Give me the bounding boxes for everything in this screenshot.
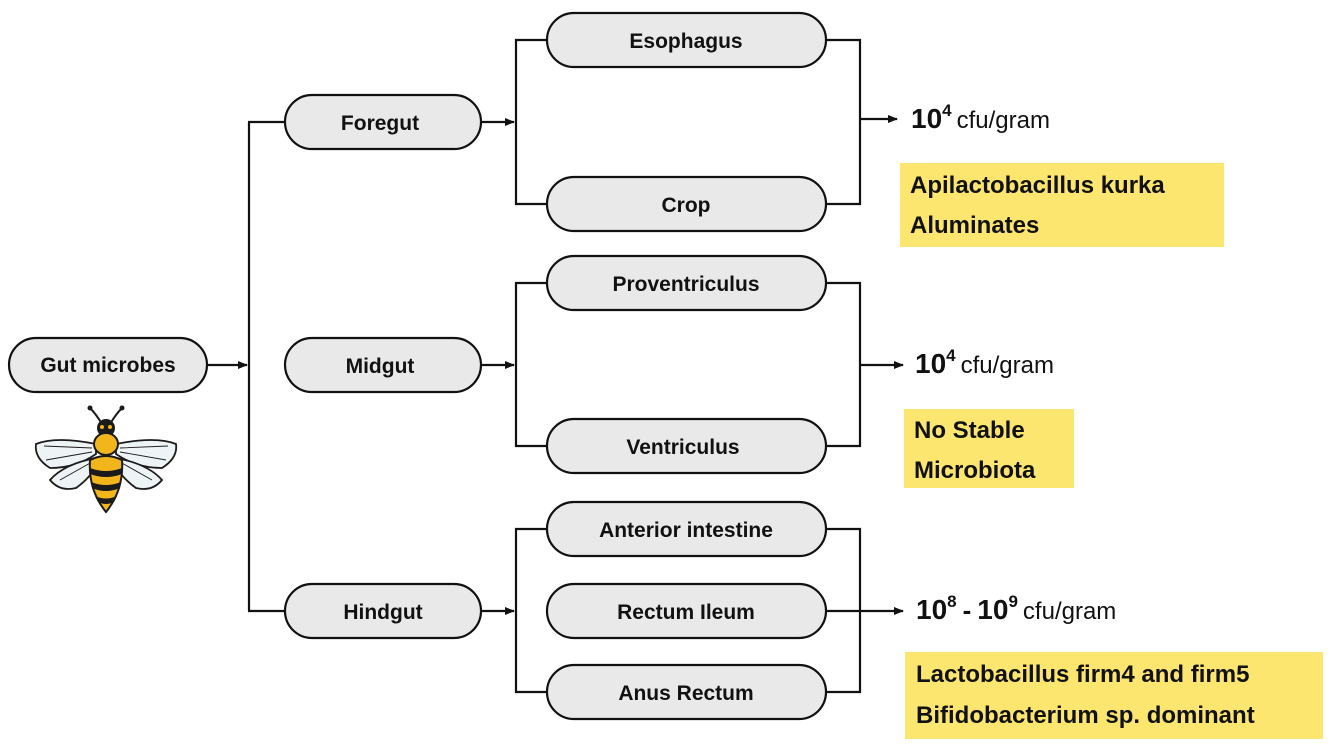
section-foregut: Foregut bbox=[283, 93, 483, 151]
section-hindgut: Hindgut bbox=[283, 582, 483, 640]
midgut-count-exp: 4 bbox=[946, 346, 956, 365]
hindgut-count-unit: cfu/gram bbox=[1023, 598, 1116, 625]
part-anus-rectum: Anus Rectum bbox=[545, 663, 828, 721]
hindgut-note-line-2: Bifidobacterium sp. dominant bbox=[916, 702, 1255, 729]
hindgut-label: Hindgut bbox=[343, 601, 422, 624]
hindgut-count-exp2: 9 bbox=[1008, 592, 1017, 611]
ventriculus-label: Ventriculus bbox=[626, 436, 739, 459]
foregut-note-line-2: Aluminates bbox=[910, 212, 1039, 239]
foregut-note: Apilactobacillus kurka Aluminates bbox=[900, 163, 1224, 247]
midgut-count: 104 cfu/gram bbox=[915, 346, 1054, 379]
part-esophagus: Esophagus bbox=[545, 11, 828, 69]
midgut-left-bracket bbox=[514, 281, 547, 448]
foregut-count-exp: 4 bbox=[942, 101, 952, 120]
root-node: Gut microbes bbox=[7, 336, 209, 394]
midgut-right-bracket bbox=[826, 281, 862, 448]
part-rectum-ileum: Rectum Ileum bbox=[545, 582, 828, 640]
section-midgut: Midgut bbox=[283, 336, 483, 394]
midgut-count-unit: cfu/gram bbox=[961, 352, 1054, 379]
foregut-label: Foregut bbox=[341, 112, 419, 135]
foregut-left-bracket bbox=[514, 38, 547, 206]
hindgut-count-exp1: 8 bbox=[947, 592, 956, 611]
part-crop: Crop bbox=[545, 175, 828, 233]
hindgut-note-line-1: Lactobacillus firm4 and firm5 bbox=[916, 661, 1249, 688]
midgut-label: Midgut bbox=[346, 355, 415, 378]
foregut-note-line-1: Apilactobacillus kurka bbox=[910, 172, 1165, 199]
connectors bbox=[207, 38, 904, 694]
foregut-count-unit: cfu/gram bbox=[957, 107, 1050, 134]
foregut-right-bracket bbox=[826, 38, 862, 206]
hindgut-note: Lactobacillus firm4 and firm5 Bifidobact… bbox=[905, 652, 1323, 739]
hindgut-count-sep: - bbox=[963, 595, 972, 625]
hindgut-count-base1: 10 bbox=[916, 594, 947, 625]
midgut-count-base: 10 bbox=[915, 348, 946, 379]
proventriculus-label: Proventriculus bbox=[612, 273, 759, 296]
esophagus-label: Esophagus bbox=[629, 30, 742, 53]
anus-rectum-label: Anus Rectum bbox=[618, 682, 753, 705]
hindgut-count-base2: 10 bbox=[977, 594, 1008, 625]
crop-label: Crop bbox=[662, 194, 711, 217]
foregut-count-base: 10 bbox=[911, 103, 942, 134]
rectum-ileum-label: Rectum Ileum bbox=[617, 601, 755, 624]
midgut-note-line-1: No Stable bbox=[914, 417, 1025, 444]
midgut-note-line-2: Microbiota bbox=[914, 457, 1036, 484]
root-label: Gut microbes bbox=[40, 354, 175, 377]
anterior-intestine-label: Anterior intestine bbox=[599, 519, 773, 542]
part-proventriculus: Proventriculus bbox=[545, 254, 828, 312]
part-anterior-intestine: Anterior intestine bbox=[545, 500, 828, 558]
part-ventriculus: Ventriculus bbox=[545, 417, 828, 475]
foregut-count: 104 cfu/gram bbox=[911, 101, 1050, 134]
bee-icon bbox=[34, 405, 178, 514]
hindgut-left-bracket bbox=[514, 527, 547, 694]
midgut-note: No Stable Microbiota bbox=[904, 409, 1074, 488]
